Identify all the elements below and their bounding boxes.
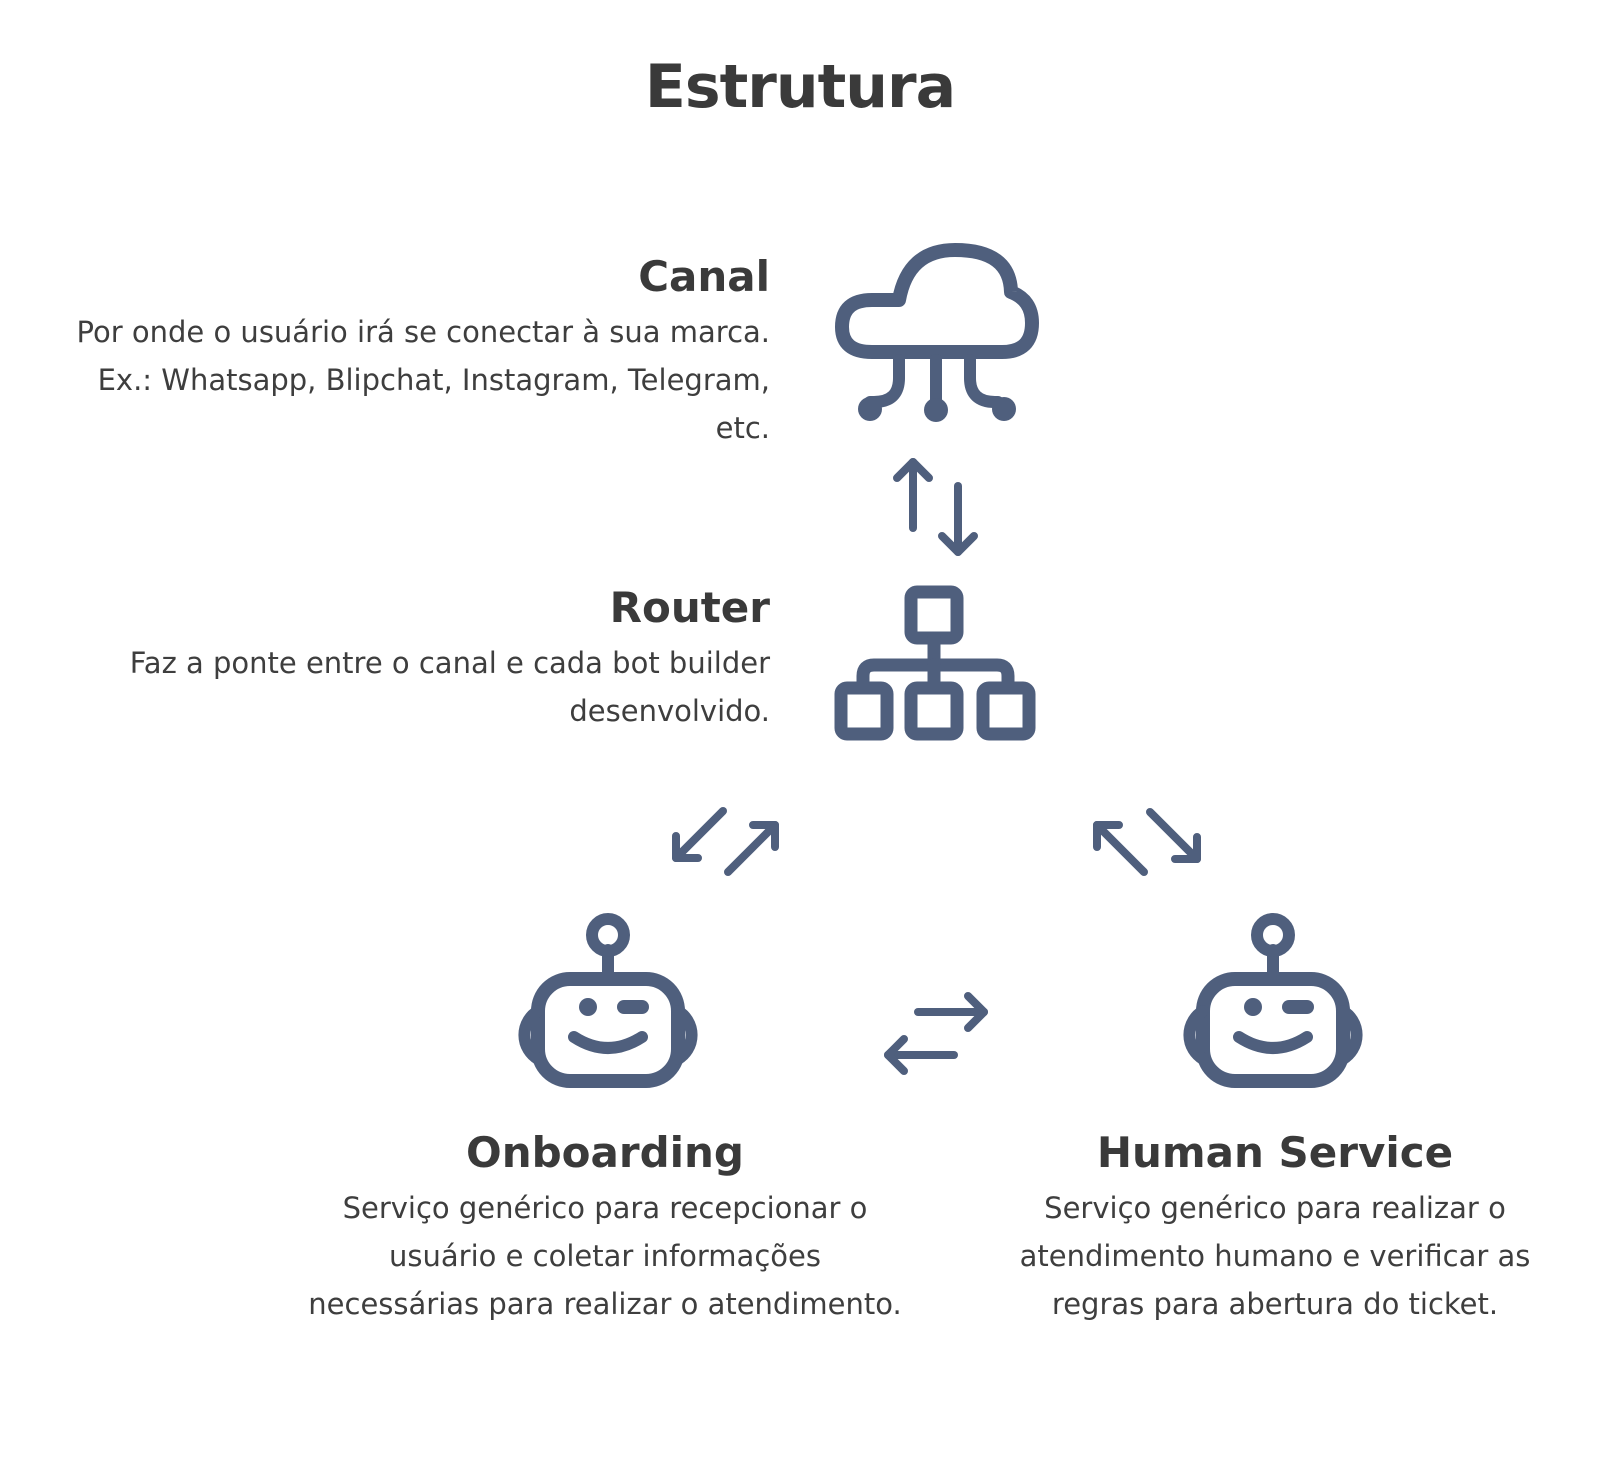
router-description: Faz a ponte entre o canal e cada bot bui… — [129, 646, 770, 729]
canal-block: Canal Por onde o usuário irá se conectar… — [60, 252, 770, 452]
router-heading: Router — [609, 583, 770, 632]
human-service-robot-icon — [1189, 919, 1356, 1081]
router-onboarding-arrows — [672, 807, 779, 876]
router-human-arrows — [1093, 808, 1201, 876]
canal-router-arrows — [893, 458, 978, 556]
router-block: Router Faz a ponte entre o canal e cada … — [40, 583, 770, 735]
page-title: Estrutura — [644, 52, 956, 122]
onboarding-robot-icon — [524, 919, 691, 1081]
cloud-network-icon — [835, 243, 1039, 422]
canal-description: Por onde o usuário irá se conectar à sua… — [76, 315, 770, 446]
onboarding-human-arrows — [884, 992, 988, 1075]
human-service-description: Serviço genérico para realizar o atendim… — [1019, 1191, 1531, 1322]
hierarchy-icon — [834, 585, 1036, 741]
onboarding-description: Serviço genérico para recepcionar o usuá… — [308, 1191, 902, 1322]
onboarding-heading: Onboarding — [465, 1128, 744, 1177]
human-service-heading: Human Service — [1096, 1128, 1454, 1177]
onboarding-block: Onboarding Serviço genérico para recepci… — [300, 1128, 910, 1328]
canal-heading: Canal — [638, 252, 770, 301]
human-service-block: Human Service Serviço genérico para real… — [975, 1128, 1575, 1328]
